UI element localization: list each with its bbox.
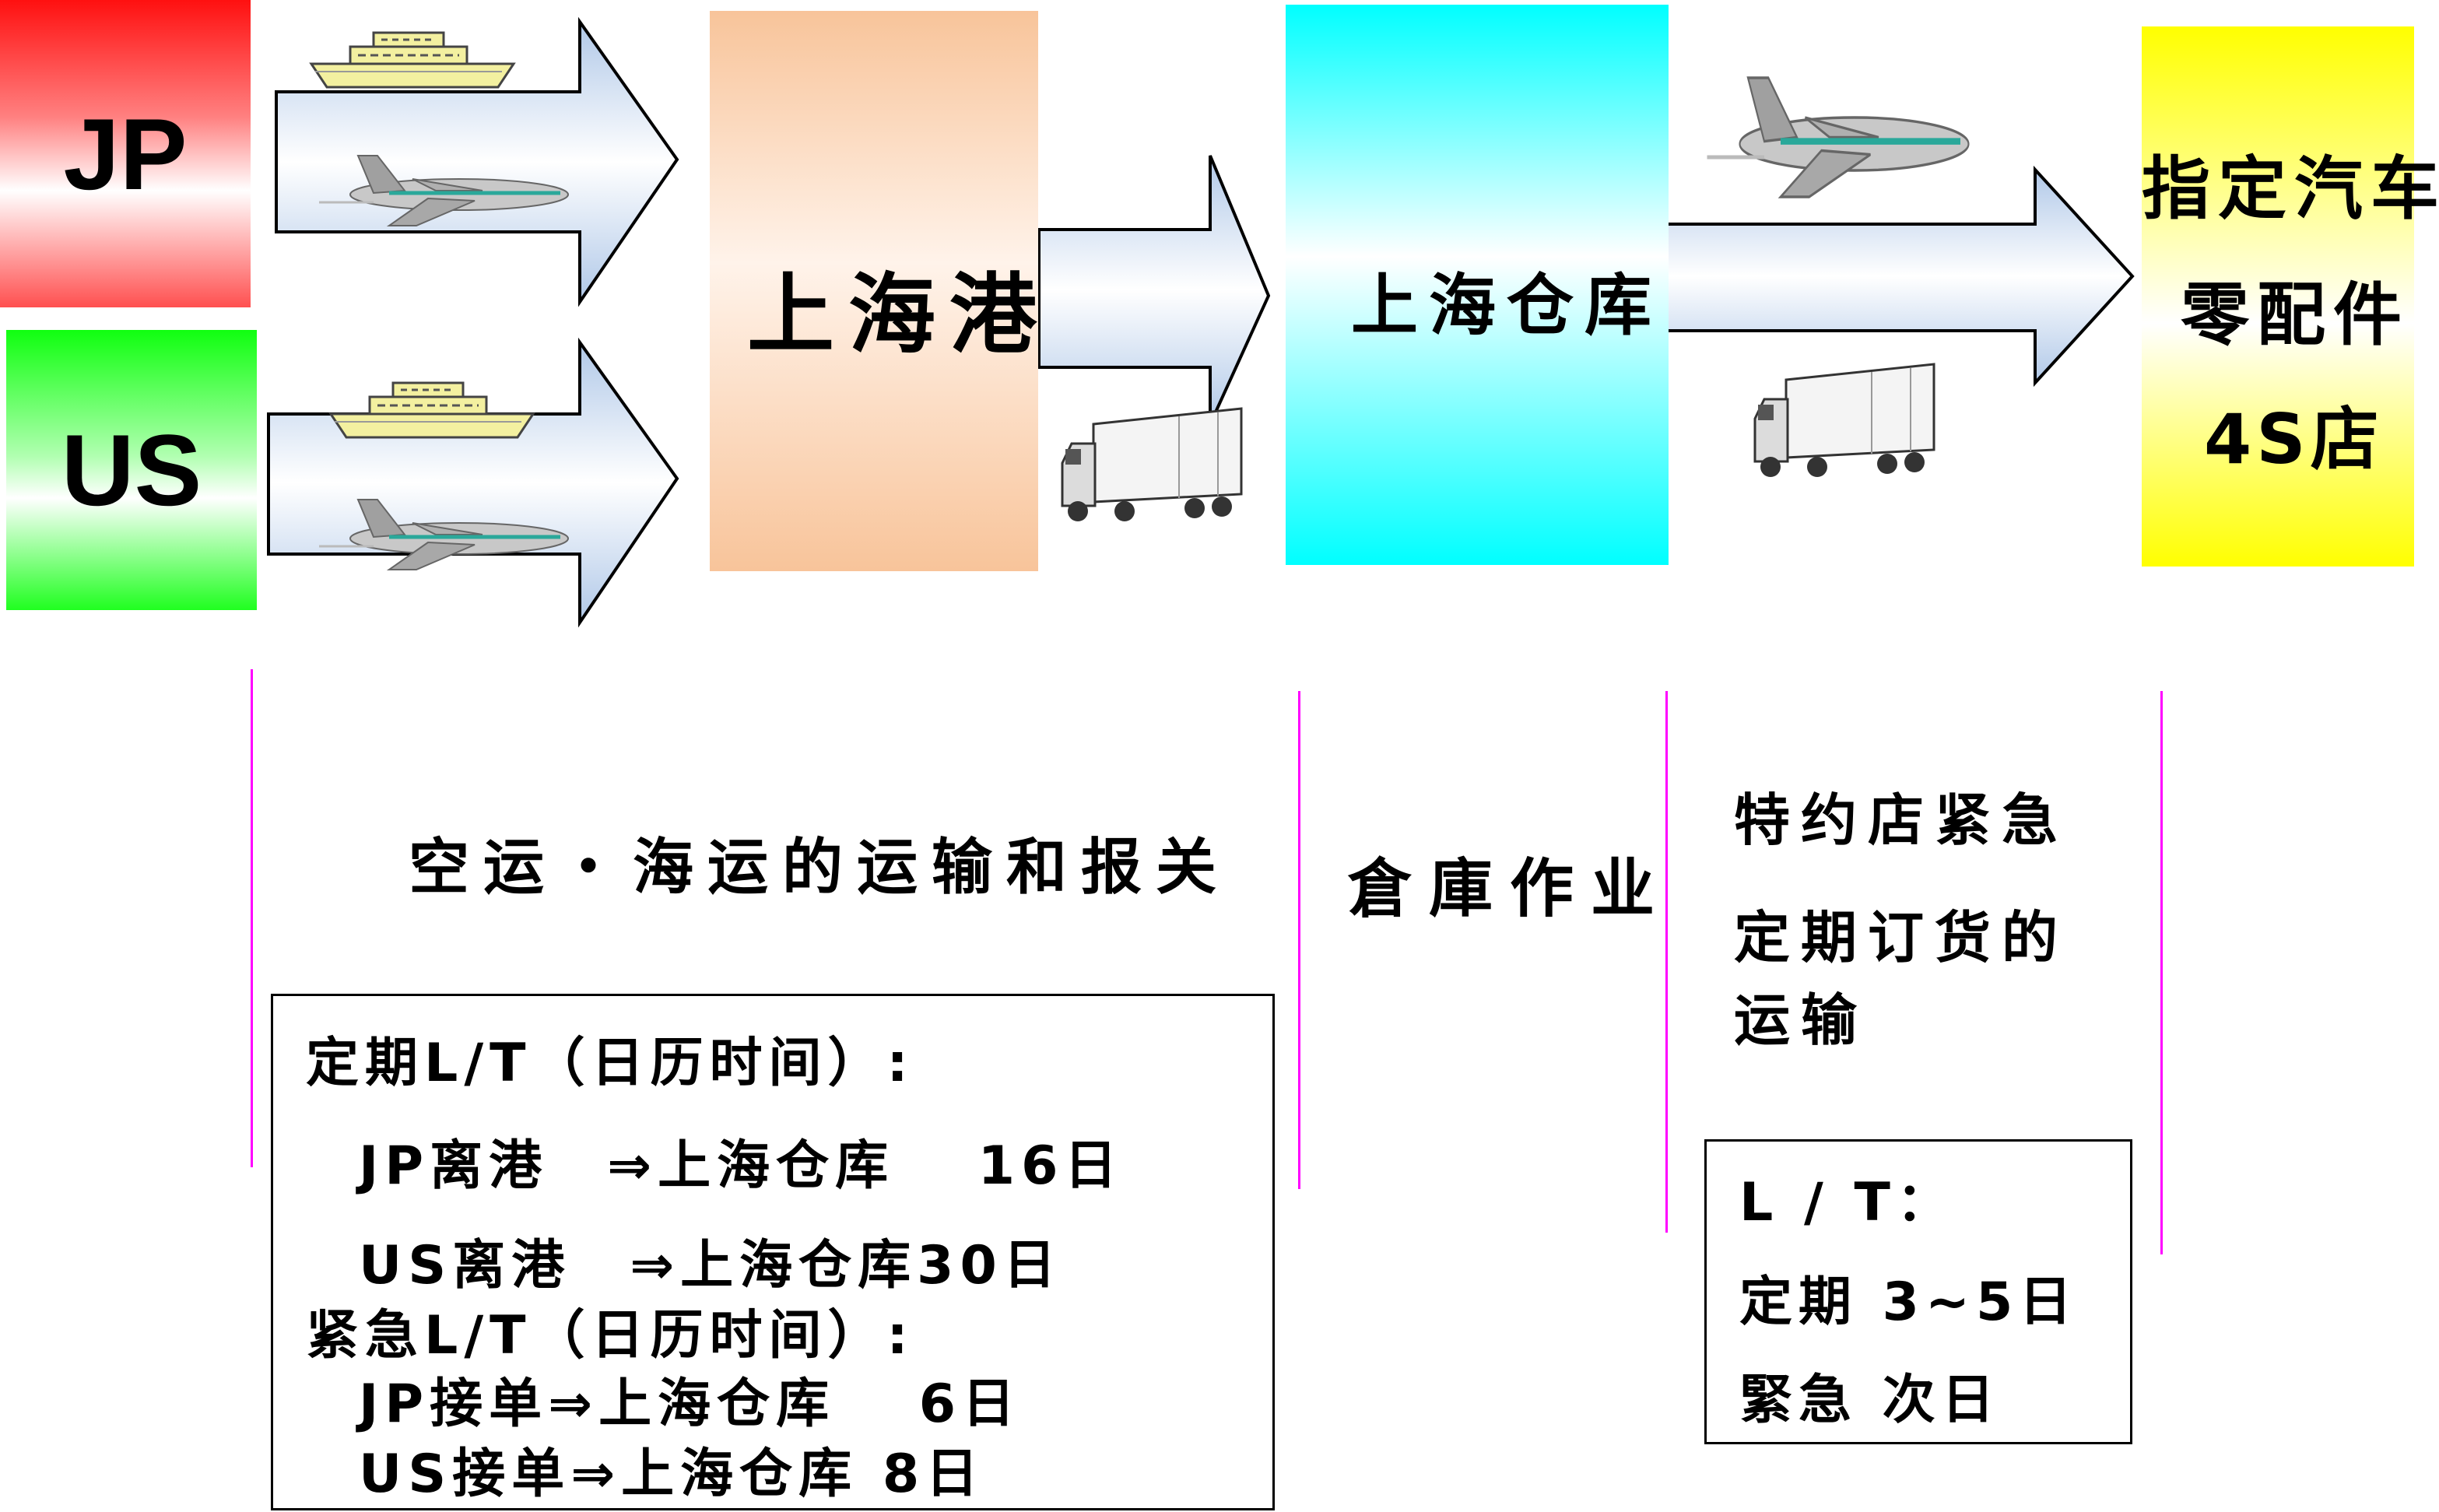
dealer-label-line2: 零配件	[2181, 275, 2410, 355]
divider-line	[1665, 691, 1668, 1233]
urgent-lt-header: 紧急L/T（日历时间）:	[306, 1305, 914, 1366]
node-shanghai-port: 上海港	[710, 11, 1038, 571]
dealer-label-line3: 4S店	[2204, 399, 2384, 479]
ship-icon	[310, 31, 515, 89]
warehouse-section-title: 倉庫作业	[1348, 852, 1672, 926]
origin-jp-label: JP	[63, 96, 188, 211]
origin-us: US	[6, 330, 257, 610]
urgent-lt-us: US接单⇒上海仓库 8日	[359, 1444, 985, 1505]
delivery-lead-time-box: L / T： 定期 3~5日 緊急 次日	[1704, 1139, 2132, 1444]
arrow-warehouse-to-dealer	[1660, 165, 2135, 388]
airplane-icon	[1707, 78, 1969, 197]
regular-lt-header: 定期L/T（日历时间）:	[306, 1033, 914, 1094]
shanghai-warehouse-label: 上海仓库	[1351, 267, 1662, 345]
regular-lt-jp: JP离港 ⇒上海仓库 16日	[359, 1135, 1124, 1197]
delivery-section-title-line2: 定期订货的	[1734, 905, 2069, 970]
divider-line	[2160, 691, 2163, 1254]
regular-lt-us: US离港 ⇒上海仓库30日	[359, 1235, 1062, 1296]
delivery-lt-regular: 定期 3~5日	[1739, 1272, 2079, 1333]
arrow-port-to-warehouse	[1037, 155, 1271, 425]
delivery-section-title-line1: 特约店紧急	[1734, 788, 2069, 853]
urgent-lt-jp: JP接单⇒上海仓库 6日	[359, 1373, 1022, 1435]
node-shanghai-warehouse: 上海仓库	[1286, 5, 1669, 565]
origin-jp: JP	[0, 0, 251, 307]
delivery-lt-urgent: 緊急 次日	[1739, 1370, 2001, 1431]
delivery-lt-header: L / T：	[1739, 1172, 1956, 1233]
node-dealer: 指定汽车 零配件 4S店	[2142, 26, 2439, 567]
shipping-section-title: 空运・海运的运输和报关	[409, 833, 1231, 903]
delivery-section-title-line3: 运输	[1734, 988, 1869, 1053]
divider-line	[251, 669, 253, 1167]
shanghai-port-label: 上海港	[747, 265, 1051, 366]
origin-us-label: US	[61, 413, 202, 527]
arrow-jp-to-port	[275, 16, 679, 307]
truck-icon	[1061, 407, 1243, 523]
shipping-lead-time-box: 定期L/T（日历时间）: JP离港 ⇒上海仓库 16日 US离港 ⇒上海仓库30…	[271, 994, 1275, 1510]
dealer-label-line1: 指定汽车	[2142, 149, 2439, 229]
ship-icon	[329, 381, 535, 439]
truck-icon	[1753, 363, 1935, 479]
divider-line	[1298, 691, 1300, 1189]
arrow-us-to-port	[267, 337, 679, 628]
